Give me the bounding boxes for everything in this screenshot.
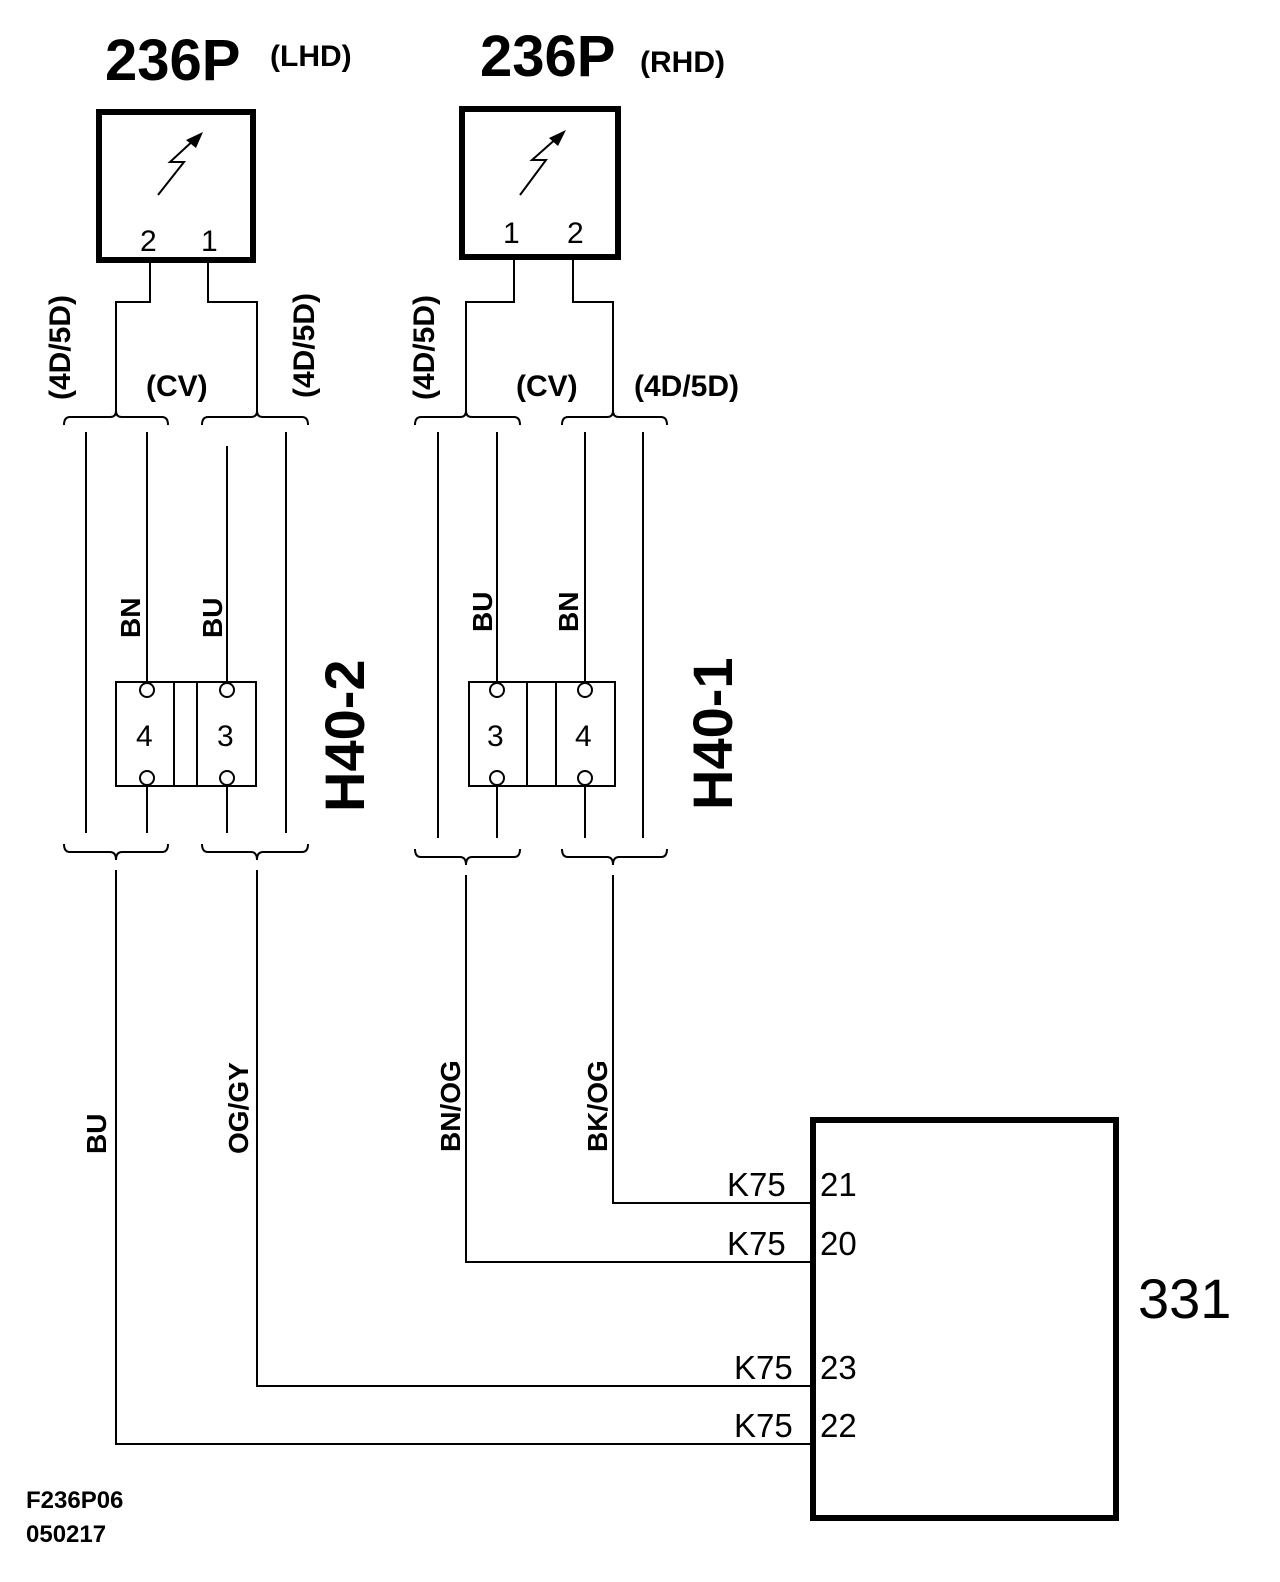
sensor-rhd-variant: (RHD) <box>640 46 725 79</box>
brace-upper-lhd-right <box>201 410 309 426</box>
connector-h40-1-pin-b: 4 <box>575 720 592 753</box>
variant-label-rhd-middle: (CV) <box>516 370 578 403</box>
sensor-lhd-box <box>96 109 256 263</box>
variant-label-lhd-left: (4D/5D) <box>44 295 77 400</box>
connector-h40-1-pin-a: 3 <box>487 720 504 753</box>
sensor-lhd-symbol-icon <box>157 132 203 196</box>
wire-color-lhd-cv-b: BU <box>197 598 228 638</box>
variant-label-rhd-left: (4D/5D) <box>408 295 441 400</box>
wire-color-lower-4: BK/OG <box>582 1060 613 1152</box>
brace-lower-lhd-right <box>201 843 309 861</box>
variant-label-rhd-right: (4D/5D) <box>634 370 739 403</box>
connector-h40-1 <box>468 681 616 787</box>
sensor-rhd-symbol-icon <box>519 130 566 196</box>
wire-color-rhd-cv-a: BU <box>467 592 498 632</box>
sensor-rhd-box <box>459 106 621 260</box>
figure-date: 050217 <box>26 1521 106 1548</box>
brace-lower-rhd-left <box>414 848 521 866</box>
brace-upper-rhd-left <box>414 410 521 426</box>
wire-color-lower-2: OG/GY <box>223 1062 254 1154</box>
module-331-pin-d: 22 <box>820 1407 857 1444</box>
rhd-pin2-wire <box>572 257 614 413</box>
variant-label-lhd-right: (4D/5D) <box>288 293 321 398</box>
brace-lower-lhd-left <box>63 843 169 861</box>
module-331-conn-b: K75 <box>727 1225 786 1262</box>
variant-label-lhd-middle: (CV) <box>146 370 208 403</box>
connector-h40-2-pin-b: 3 <box>217 720 234 753</box>
module-331-pin-a: 21 <box>820 1166 857 1203</box>
module-331-conn-d: K75 <box>734 1407 793 1444</box>
lhd-pin2-wire <box>115 260 151 415</box>
connector-h40-1-label: H40-1 <box>681 657 744 810</box>
lhd-pin1-wire <box>207 260 258 415</box>
module-331-pin-b: 20 <box>820 1225 857 1262</box>
brace-upper-rhd-right <box>561 410 668 426</box>
figure-id: F236P06 <box>26 1487 123 1514</box>
rhd-pin1-wire <box>465 257 515 413</box>
connector-h40-2 <box>115 681 257 787</box>
wire-color-lower-1: BU <box>81 1114 112 1154</box>
wire-bu-to-pin22 <box>115 870 822 1445</box>
sensor-lhd-pin-a: 2 <box>140 225 157 258</box>
sensor-rhd-pin-a: 1 <box>503 217 520 250</box>
sensor-rhd-title: 236P <box>480 24 615 89</box>
brace-upper-lhd-left <box>63 410 169 426</box>
wire-bnog-to-pin20 <box>465 875 822 1263</box>
sensor-lhd-variant: (LHD) <box>270 40 352 73</box>
wire-color-rhd-cv-b: BN <box>553 592 584 632</box>
wire-color-lower-3: BN/OG <box>435 1060 466 1152</box>
wire-bkog-to-pin21 <box>612 875 822 1204</box>
module-331-conn-a: K75 <box>727 1166 786 1203</box>
wire-color-lhd-cv-a: BN <box>115 598 146 638</box>
sensor-lhd-title: 236P <box>105 28 240 93</box>
sensor-lhd-pin-b: 1 <box>201 225 218 258</box>
module-331-label: 331 <box>1138 1267 1231 1330</box>
sensor-rhd-pin-b: 2 <box>567 217 584 250</box>
module-331-pin-c: 23 <box>820 1349 857 1386</box>
connector-h40-2-label: H40-2 <box>313 659 376 812</box>
module-331-conn-c: K75 <box>734 1349 793 1386</box>
brace-lower-rhd-right <box>561 848 668 866</box>
module-331-box <box>810 1117 1119 1521</box>
connector-h40-2-pin-a: 4 <box>136 720 153 753</box>
wire-oggy-to-pin23 <box>256 870 822 1387</box>
